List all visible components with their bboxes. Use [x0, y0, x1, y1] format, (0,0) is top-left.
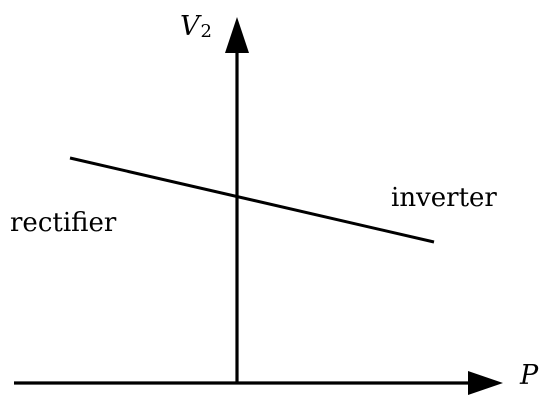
p-axis-label: P: [519, 360, 539, 391]
rectifier-label: rectifier: [10, 208, 117, 238]
v2-axis-arrowhead: [225, 17, 249, 53]
p-axis-arrowhead: [468, 371, 503, 395]
v2-axis-label: V2: [180, 11, 212, 42]
v2-axis-subscript: 2: [201, 21, 212, 42]
characteristic-line: [69, 156, 435, 244]
inverter-label: inverter: [391, 183, 497, 213]
